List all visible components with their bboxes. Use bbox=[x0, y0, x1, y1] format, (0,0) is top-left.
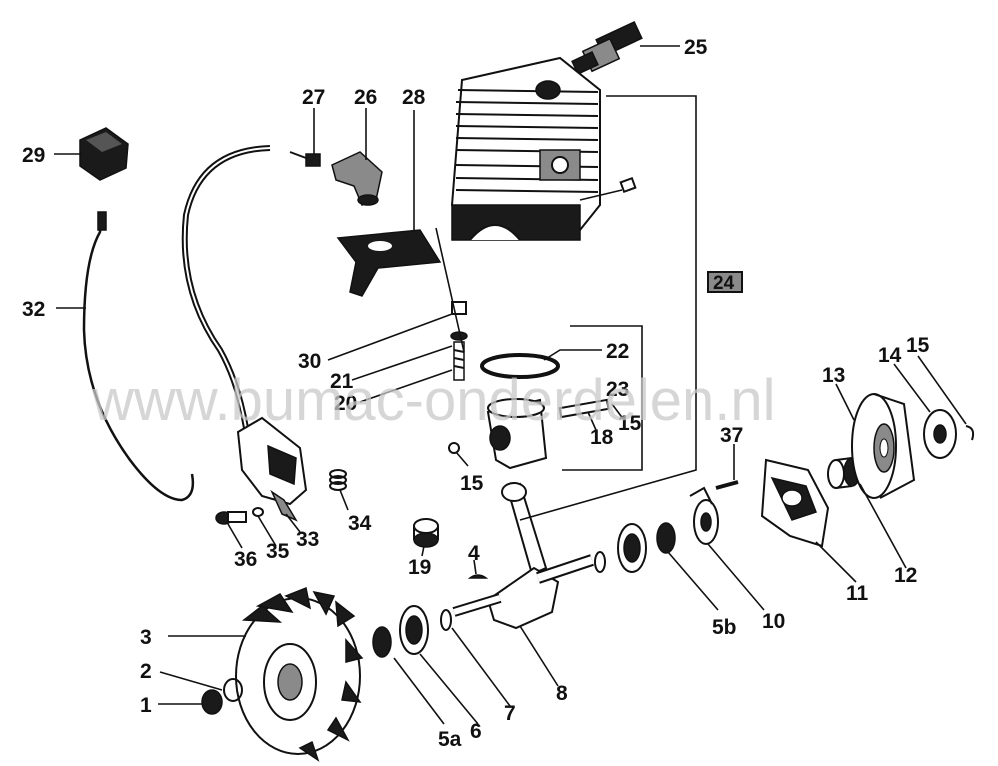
shim-right bbox=[594, 551, 606, 573]
stop-switch-wire bbox=[82, 211, 195, 502]
clutch-drum bbox=[851, 393, 916, 499]
label-10: 11 bbox=[846, 582, 869, 605]
flywheel bbox=[235, 586, 364, 762]
crankshaft bbox=[452, 482, 594, 630]
label-29: 29 bbox=[22, 144, 45, 167]
label-32: 32 bbox=[22, 298, 45, 321]
label-24: 24 bbox=[713, 273, 735, 294]
label-33: 33 bbox=[296, 528, 319, 551]
ignition-module bbox=[236, 416, 308, 522]
oil-seal-left bbox=[372, 626, 392, 658]
spark-plug bbox=[571, 20, 643, 75]
label-12: 13 bbox=[822, 364, 845, 387]
label-2: 2 bbox=[140, 660, 152, 683]
label-28: 28 bbox=[402, 86, 426, 109]
label-6: 6 bbox=[470, 720, 482, 743]
label-26: 26 bbox=[354, 86, 377, 109]
label-35: 35 bbox=[266, 540, 290, 563]
bearing-left bbox=[399, 605, 429, 655]
flywheel-nut bbox=[201, 689, 223, 715]
label-1: 1 bbox=[140, 694, 152, 717]
label-27: 27 bbox=[302, 86, 325, 109]
spring bbox=[329, 469, 347, 491]
label-14: 15 bbox=[906, 334, 930, 357]
piston bbox=[448, 398, 610, 470]
needle-bearing-small bbox=[413, 518, 439, 548]
label-13: 14 bbox=[878, 344, 902, 367]
piston-ring bbox=[480, 353, 560, 379]
label-5b: 5b bbox=[712, 616, 737, 639]
label-37: 37 bbox=[720, 424, 743, 447]
drum-washer bbox=[923, 409, 957, 459]
label-30: 30 bbox=[298, 350, 321, 373]
label-22: 22 bbox=[606, 340, 629, 363]
watermark: www.bumac-onderdelen.nl bbox=[91, 368, 775, 433]
ignition-clip bbox=[289, 151, 321, 167]
woodruff-key bbox=[467, 574, 489, 579]
label-15-b: 15 bbox=[460, 472, 484, 495]
label-34: 34 bbox=[348, 512, 372, 535]
label-23: 23 bbox=[606, 378, 629, 401]
label-5a: 5a bbox=[438, 728, 462, 751]
label-7: 7 bbox=[504, 702, 516, 725]
assembly-24-badge bbox=[707, 271, 743, 293]
e-clip bbox=[965, 425, 975, 441]
cylinder-gasket bbox=[336, 229, 442, 297]
label-36: 36 bbox=[234, 548, 257, 571]
cylinder bbox=[450, 56, 637, 241]
label-9: 10 bbox=[762, 610, 785, 633]
label-18: 18 bbox=[590, 426, 614, 449]
oil-pump-worm bbox=[689, 486, 719, 545]
label-21: 21 bbox=[330, 370, 354, 393]
label-25: 25 bbox=[684, 36, 708, 59]
leader-lines bbox=[54, 45, 967, 725]
label-15-a: 15 bbox=[618, 412, 642, 435]
label-19: 19 bbox=[408, 556, 431, 579]
shim-left bbox=[440, 609, 452, 631]
clutch-screw bbox=[715, 480, 739, 490]
spark-plug-cap bbox=[331, 151, 383, 206]
flywheel-washer bbox=[223, 678, 243, 702]
label-20: 20 bbox=[334, 392, 357, 415]
label-11: 12 bbox=[894, 564, 917, 587]
label-3: 3 bbox=[140, 626, 152, 649]
label-8: 8 bbox=[556, 682, 568, 705]
part-number-labels: 25 27 26 28 29 24 32 22 30 21 23 20 15 1… bbox=[22, 36, 930, 751]
stop-switch bbox=[79, 127, 129, 181]
oil-seal-right bbox=[656, 522, 676, 554]
label-4: 4 bbox=[468, 542, 480, 565]
clutch bbox=[760, 458, 830, 548]
module-screw bbox=[215, 507, 264, 525]
bearing-right bbox=[617, 523, 647, 573]
